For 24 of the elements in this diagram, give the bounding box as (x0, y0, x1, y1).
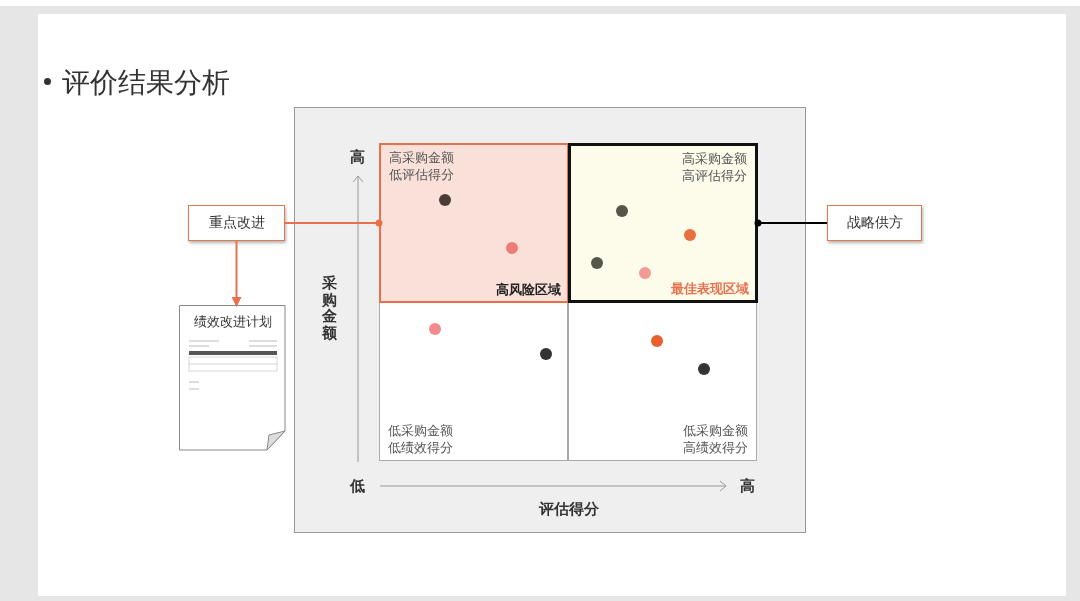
quadrant-region (379, 143, 569, 303)
axis-end-label: 高 (350, 148, 365, 167)
quadrant-label: 低采购金额低绩效得分 (388, 423, 453, 455)
axis-title: 评估得分 (539, 500, 599, 519)
zone-label: 高风险区域 (496, 281, 561, 298)
quadrant-region (568, 302, 757, 461)
quadrant-label: 高采购金额低评估得分 (389, 150, 454, 182)
axis-end-label: 低 (350, 477, 365, 496)
zone-label: 最佳表现区域 (671, 280, 749, 297)
process-box (188, 205, 285, 241)
quadrant-label: 高采购金额高评估得分 (682, 151, 747, 183)
box-label: 重点改进 (208, 214, 265, 230)
document-title: 绩效改进计划 (192, 313, 273, 331)
process-box (827, 205, 922, 241)
connector-line (754, 219, 828, 227)
quadrant-label: 低采购金额高绩效得分 (683, 423, 748, 455)
arrow (231, 240, 242, 307)
quadrant-region (379, 302, 568, 461)
box-label: 战略供方 (846, 214, 903, 230)
quadrant-region (568, 143, 758, 303)
connector-line (284, 219, 383, 227)
axis-title: 采购金额 (322, 275, 337, 341)
axis-end-label: 高 (740, 477, 755, 496)
slide-title: 评价结果分析 (62, 65, 230, 101)
